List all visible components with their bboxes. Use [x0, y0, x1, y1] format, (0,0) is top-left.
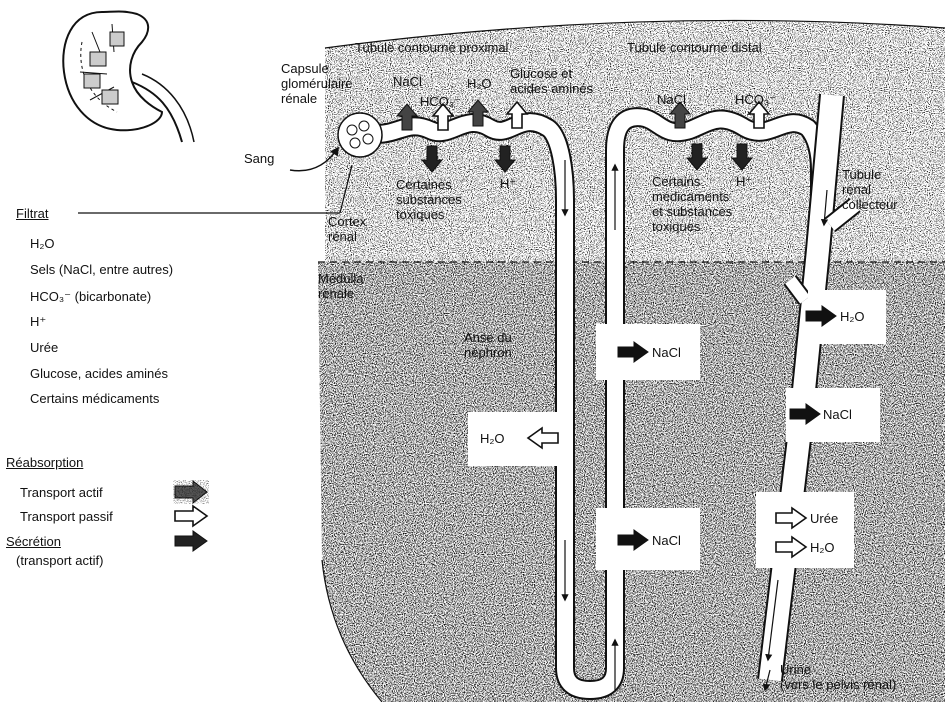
legend-active-transport-icon — [173, 480, 209, 504]
label-box-uree: Urée — [810, 511, 838, 526]
label-tubule-collecteur: Tubule rénal collecteur — [842, 167, 898, 212]
label-box-h2o-2: H₂O — [840, 309, 865, 324]
label-h2o-top-1: H₂O — [467, 76, 492, 91]
legend-transport-actif: Transport actif — [20, 485, 103, 500]
legend-secretion-title: Sécrétion — [6, 534, 61, 549]
filtrat-item: Sels (NaCl, entre autres) — [30, 262, 173, 277]
label-box-nacl-3: NaCl — [823, 407, 852, 422]
label-hco3-top-1: HCO₃⁻ — [420, 94, 461, 109]
label-certaines-substances: Certaines substances toxiques — [396, 177, 462, 222]
filtrat-item: Glucose, acides aminés — [30, 366, 168, 381]
filtrat-item: H₂O — [30, 236, 55, 251]
filtrat-item: Urée — [30, 340, 58, 355]
kidney-thumbnail — [63, 12, 194, 143]
label-box-nacl-2: NaCl — [652, 533, 681, 548]
label-distal-tubule: Tubule contourné distal — [627, 40, 762, 55]
label-urine: Urine (vers le pelvis rénal) — [780, 662, 896, 692]
glomerulus — [338, 113, 382, 157]
label-anse: Anse du néphron — [464, 330, 512, 360]
legend-transport-passif: Transport passif — [20, 509, 113, 524]
filtrat-item: HCO₃⁻ (bicarbonate) — [30, 289, 151, 304]
label-box-h2o-1: H₂O — [480, 431, 505, 446]
label-certains-medicaments: Certains médicaments et substances toxiq… — [652, 174, 732, 234]
label-h-plus-1: H⁺ — [500, 176, 516, 191]
filtrat-title: Filtrat — [16, 206, 49, 221]
label-glucose: Glucose et acides aminés — [510, 66, 593, 96]
label-nacl-top-2: NaCl — [657, 92, 686, 107]
label-nacl-top-1: NaCl — [393, 74, 422, 89]
filtrat-item: Certains médicaments — [30, 391, 159, 406]
legend-passive-transport-icon — [175, 506, 207, 526]
label-medulla: Médulla rénale — [318, 271, 364, 301]
box-uree-h2o — [756, 492, 854, 568]
filtrat-item: H⁺ — [30, 314, 46, 329]
label-hco3-top-2: HCO₃⁻ — [735, 92, 776, 107]
label-proximal-tubule: Tubule contourné proximal — [355, 40, 508, 55]
legend-reabsorption-title: Réabsorption — [6, 455, 83, 470]
label-cortex: Cortex rénal — [328, 214, 366, 244]
label-sang: Sang — [244, 151, 274, 166]
label-box-nacl-1: NaCl — [652, 345, 681, 360]
label-box-h2o-3: H₂O — [810, 540, 835, 555]
legend-secretion-sub: (transport actif) — [16, 553, 103, 568]
box-nacl-2 — [596, 508, 700, 570]
label-h-plus-2: H⁺ — [736, 174, 752, 189]
label-capsule: Capsule glomérulaire rénale — [281, 61, 353, 106]
legend-secretion-icon — [175, 531, 207, 551]
